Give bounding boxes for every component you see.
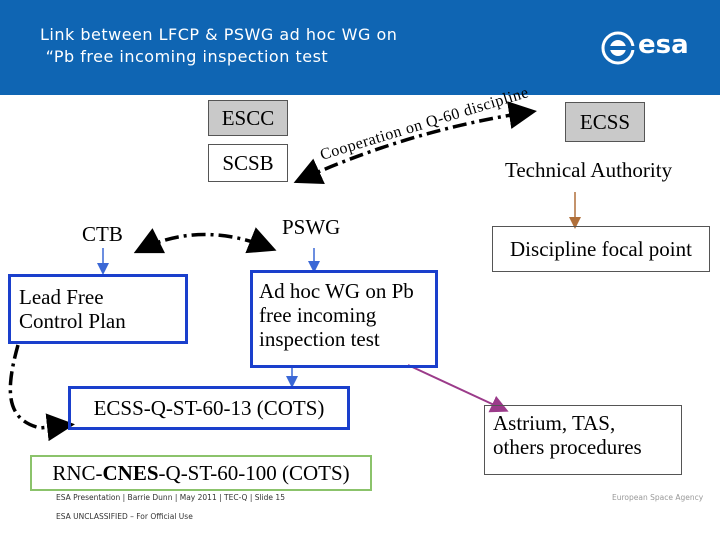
ctb-pswg-connector xyxy=(133,227,277,254)
astrium-line-1: Astrium, TAS, xyxy=(493,411,616,435)
ecss-q-st-box: ECSS-Q-ST-60-13 (COTS) xyxy=(68,386,350,430)
title-line-1: Link between LFCP & PSWG ad hoc WG on xyxy=(40,25,398,44)
leadfree-ecss-connector xyxy=(8,344,75,442)
scsb-label: SCSB xyxy=(222,151,274,175)
adhoc-line-2: free incoming xyxy=(259,303,377,327)
slide-title: Link between LFCP & PSWG ad hoc WG on “P… xyxy=(40,24,397,68)
escc-box: ESCC xyxy=(208,100,288,136)
title-line-2: “Pb free incoming inspection test xyxy=(40,47,329,66)
lead-free-line-2: Control Plan xyxy=(19,309,126,333)
astrium-adhoc-arrow xyxy=(407,364,509,413)
pswg-label: PSWG xyxy=(282,215,341,239)
rnc-bold-cnes: CNES xyxy=(102,461,159,485)
lead-free-line-1: Lead Free xyxy=(19,285,104,309)
cooperation-connector xyxy=(293,101,537,185)
adhoc-line-3: inspection test xyxy=(259,327,380,351)
rnc-cnes-label: RNC-CNES-Q-ST-60-100 (COTS) xyxy=(52,461,349,485)
ecss-label: ECSS xyxy=(579,110,631,134)
astrium-line-2: others procedures xyxy=(493,435,642,459)
ctb-label: CTB xyxy=(82,222,123,246)
esa-logo: esa xyxy=(600,28,706,68)
escc-label: ESCC xyxy=(221,106,275,130)
discipline-focal-point-label: Discipline focal point xyxy=(510,237,692,261)
cooperation-label: Cooperation on Q-60 discipline xyxy=(318,84,531,164)
technical-authority-label: Technical Authority xyxy=(505,158,673,182)
footer-agency-name: European Space Agency xyxy=(612,493,704,502)
esa-logo-text: esa xyxy=(638,30,689,60)
scsb-box: SCSB xyxy=(208,144,288,182)
rnc-cnes-box: RNC-CNES-Q-ST-60-100 (COTS) xyxy=(30,455,372,491)
ecss-box: ECSS xyxy=(565,102,645,142)
footer-classification: ESA UNCLASSIFIED – For Official Use xyxy=(56,512,193,521)
esa-emblem-icon xyxy=(601,31,636,65)
footer-presentation-info: ESA Presentation | Barrie Dunn | May 201… xyxy=(56,493,285,502)
adhoc-line-1: Ad hoc WG on Pb xyxy=(259,279,414,303)
header-bar: Link between LFCP & PSWG ad hoc WG on “P… xyxy=(0,0,720,95)
rnc-prefix: RNC- xyxy=(52,461,103,485)
ecss-q-st-label: ECSS-Q-ST-60-13 (COTS) xyxy=(93,396,325,420)
astrium-box: Astrium, TAS, others procedures xyxy=(484,405,682,475)
lead-free-box: Lead Free Control Plan xyxy=(8,274,188,344)
rnc-suffix: -Q-ST-60-100 (COTS) xyxy=(158,461,350,485)
discipline-focal-point-box: Discipline focal point xyxy=(492,226,710,272)
adhoc-wg-box: Ad hoc WG on Pb free incoming inspection… xyxy=(250,270,438,368)
